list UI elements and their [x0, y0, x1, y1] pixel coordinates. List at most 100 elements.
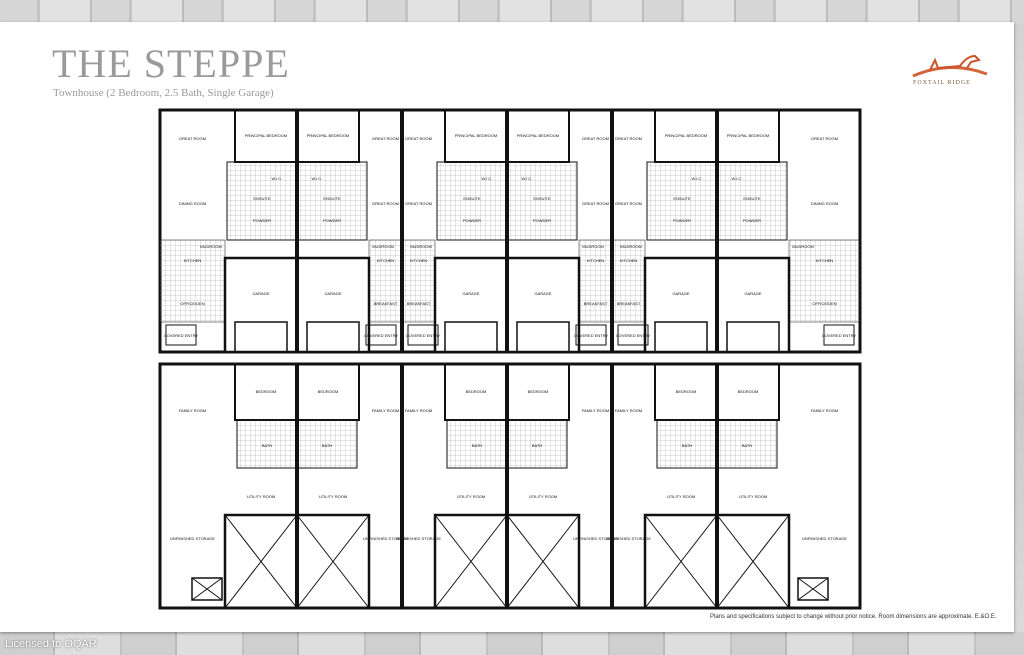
garage [643, 256, 719, 354]
ensuite-stair-block [226, 161, 298, 241]
ensuite-stair-block [506, 161, 578, 241]
garage-door [444, 321, 498, 353]
kitchen-tile-floor [611, 239, 646, 323]
room-label-utility-room: UTILITY ROOM [247, 494, 275, 499]
room-label-unfinished-storage: UNFINISHED STORAGE [606, 536, 651, 541]
room-label-kitchen: KITCHEN [184, 258, 202, 263]
garage [505, 256, 581, 354]
cross-line [224, 514, 298, 609]
cross-line [434, 514, 508, 609]
room-label-utility-room: UTILITY ROOM [457, 494, 485, 499]
room-label-office-den: OFFICE/DEN [180, 301, 204, 306]
ensuite-stair-block [296, 161, 368, 241]
cross-line [506, 514, 580, 609]
cross-line [797, 577, 829, 601]
room-label-great-room: GREAT ROOM [405, 136, 432, 141]
ensuite-stair-block [436, 161, 508, 241]
room-label-dining-room: DINING ROOM [811, 201, 839, 206]
room-label-great-room: GREAT ROOM [582, 136, 609, 141]
room-label-bath: BATH [472, 443, 482, 448]
room-label-bedroom: BEDROOM [528, 389, 549, 394]
room-label-bath: BATH [322, 443, 332, 448]
room-label-wic: W.I.C. [692, 176, 703, 181]
cross-line [191, 577, 223, 601]
room-label-utility-room: UTILITY ROOM [319, 494, 347, 499]
room-label-ensuite: ENSUITE [463, 196, 481, 201]
kitchen-tile-floor [401, 239, 436, 323]
room-label-garage: GARAGE [672, 291, 689, 296]
window-well [797, 577, 829, 601]
room-label-great-room: GREAT ROOM [179, 136, 206, 141]
room-label-mudroom: MUDROOM [372, 244, 394, 249]
room-label-kitchen: KITCHEN [587, 258, 605, 263]
room-label-covered-entry: COVERED ENTRY [822, 333, 857, 338]
room-label-principal-bedroom: PRINCIPAL BEDROOM [727, 133, 769, 138]
room-label-kitchen: KITCHEN [620, 258, 638, 263]
room-label-covered-entry: COVERED ENTRY [574, 333, 609, 338]
room-label-utility-room: UTILITY ROOM [739, 494, 767, 499]
room-label-covered-entry: COVERED ENTRY [364, 333, 399, 338]
garage [223, 256, 299, 354]
room-label-mudroom: MUDROOM [200, 244, 222, 249]
room-label-wic: W.I.C. [482, 176, 493, 181]
bath-block [656, 419, 718, 469]
room-label-unfinished-storage: UNFINISHED STORAGE [802, 536, 847, 541]
garage [295, 256, 371, 354]
room-label-family-room: FAMILY ROOM [615, 408, 642, 413]
room-label-great-room: GREAT ROOM [811, 136, 838, 141]
garage-door [654, 321, 708, 353]
room-label-covered-entry: COVERED ENTRY [406, 333, 441, 338]
room-label-kitchen: KITCHEN [816, 258, 834, 263]
room-label-ensuite: ENSUITE [533, 196, 551, 201]
bath-block [296, 419, 358, 469]
garage [433, 256, 509, 354]
kitchen-tile-floor [159, 239, 226, 323]
room-label-wic: W.I.C. [312, 176, 323, 181]
room-label-principal-bedroom: PRINCIPAL BEDROOM [665, 133, 707, 138]
room-label-unfinished-storage: UNFINISHED STORAGE [363, 536, 408, 541]
garage-door [306, 321, 360, 353]
room-label-wic: W.I.C. [522, 176, 533, 181]
room-label-family-room: FAMILY ROOM [811, 408, 838, 413]
cross-line [644, 514, 718, 609]
lower-floor-unit [158, 362, 299, 610]
room-label-breakfast: BREAKFAST [617, 301, 641, 306]
room-label-principal-bedroom: PRINCIPAL BEDROOM [455, 133, 497, 138]
room-label-ensuite: ENSUITE [323, 196, 341, 201]
bath-block [446, 419, 508, 469]
room-label-breakfast: BREAKFAST [374, 301, 398, 306]
room-label-bath: BATH [262, 443, 272, 448]
room-label-kitchen: KITCHEN [377, 258, 395, 263]
garage-door [726, 321, 780, 353]
room-label-bedroom: BEDROOM [318, 389, 339, 394]
room-label-family-room: FAMILY ROOM [405, 408, 432, 413]
room-label-bedroom: BEDROOM [676, 389, 697, 394]
kitchen-tile-floor [368, 239, 403, 323]
bath-block [236, 419, 298, 469]
garage [715, 256, 791, 354]
room-label-ensuite: ENSUITE [743, 196, 761, 201]
ensuite-stair-block [646, 161, 718, 241]
room-label-garage: GARAGE [744, 291, 761, 296]
lower-floor-unit [400, 362, 509, 610]
room-label-wic: W.I.C. [732, 176, 743, 181]
room-label-great-room: GREAT ROOM [615, 136, 642, 141]
room-label-powder: POWDER [253, 218, 271, 223]
page-subtitle: Townhouse (2 Bedroom, 2.5 Bath, Single G… [53, 87, 274, 99]
room-label-utility-room: UTILITY ROOM [529, 494, 557, 499]
room-label-powder: POWDER [463, 218, 481, 223]
room-label-bath: BATH [742, 443, 752, 448]
disclaimer-text: Plans and specifications subject to chan… [710, 614, 997, 620]
garage-door [516, 321, 570, 353]
room-label-mudroom: MUDROOM [582, 244, 604, 249]
room-label-garage: GARAGE [534, 291, 551, 296]
room-label-powder: POWDER [533, 218, 551, 223]
room-label-principal-bedroom: PRINCIPAL BEDROOM [517, 133, 559, 138]
ensuite-stair-block [716, 161, 788, 241]
room-label-great-room: GREAT ROOM [372, 136, 399, 141]
fox-icon [929, 54, 981, 71]
license-watermark: Licensed to OQAR [5, 638, 97, 650]
covered-entry [407, 324, 439, 346]
window-well [191, 577, 223, 601]
